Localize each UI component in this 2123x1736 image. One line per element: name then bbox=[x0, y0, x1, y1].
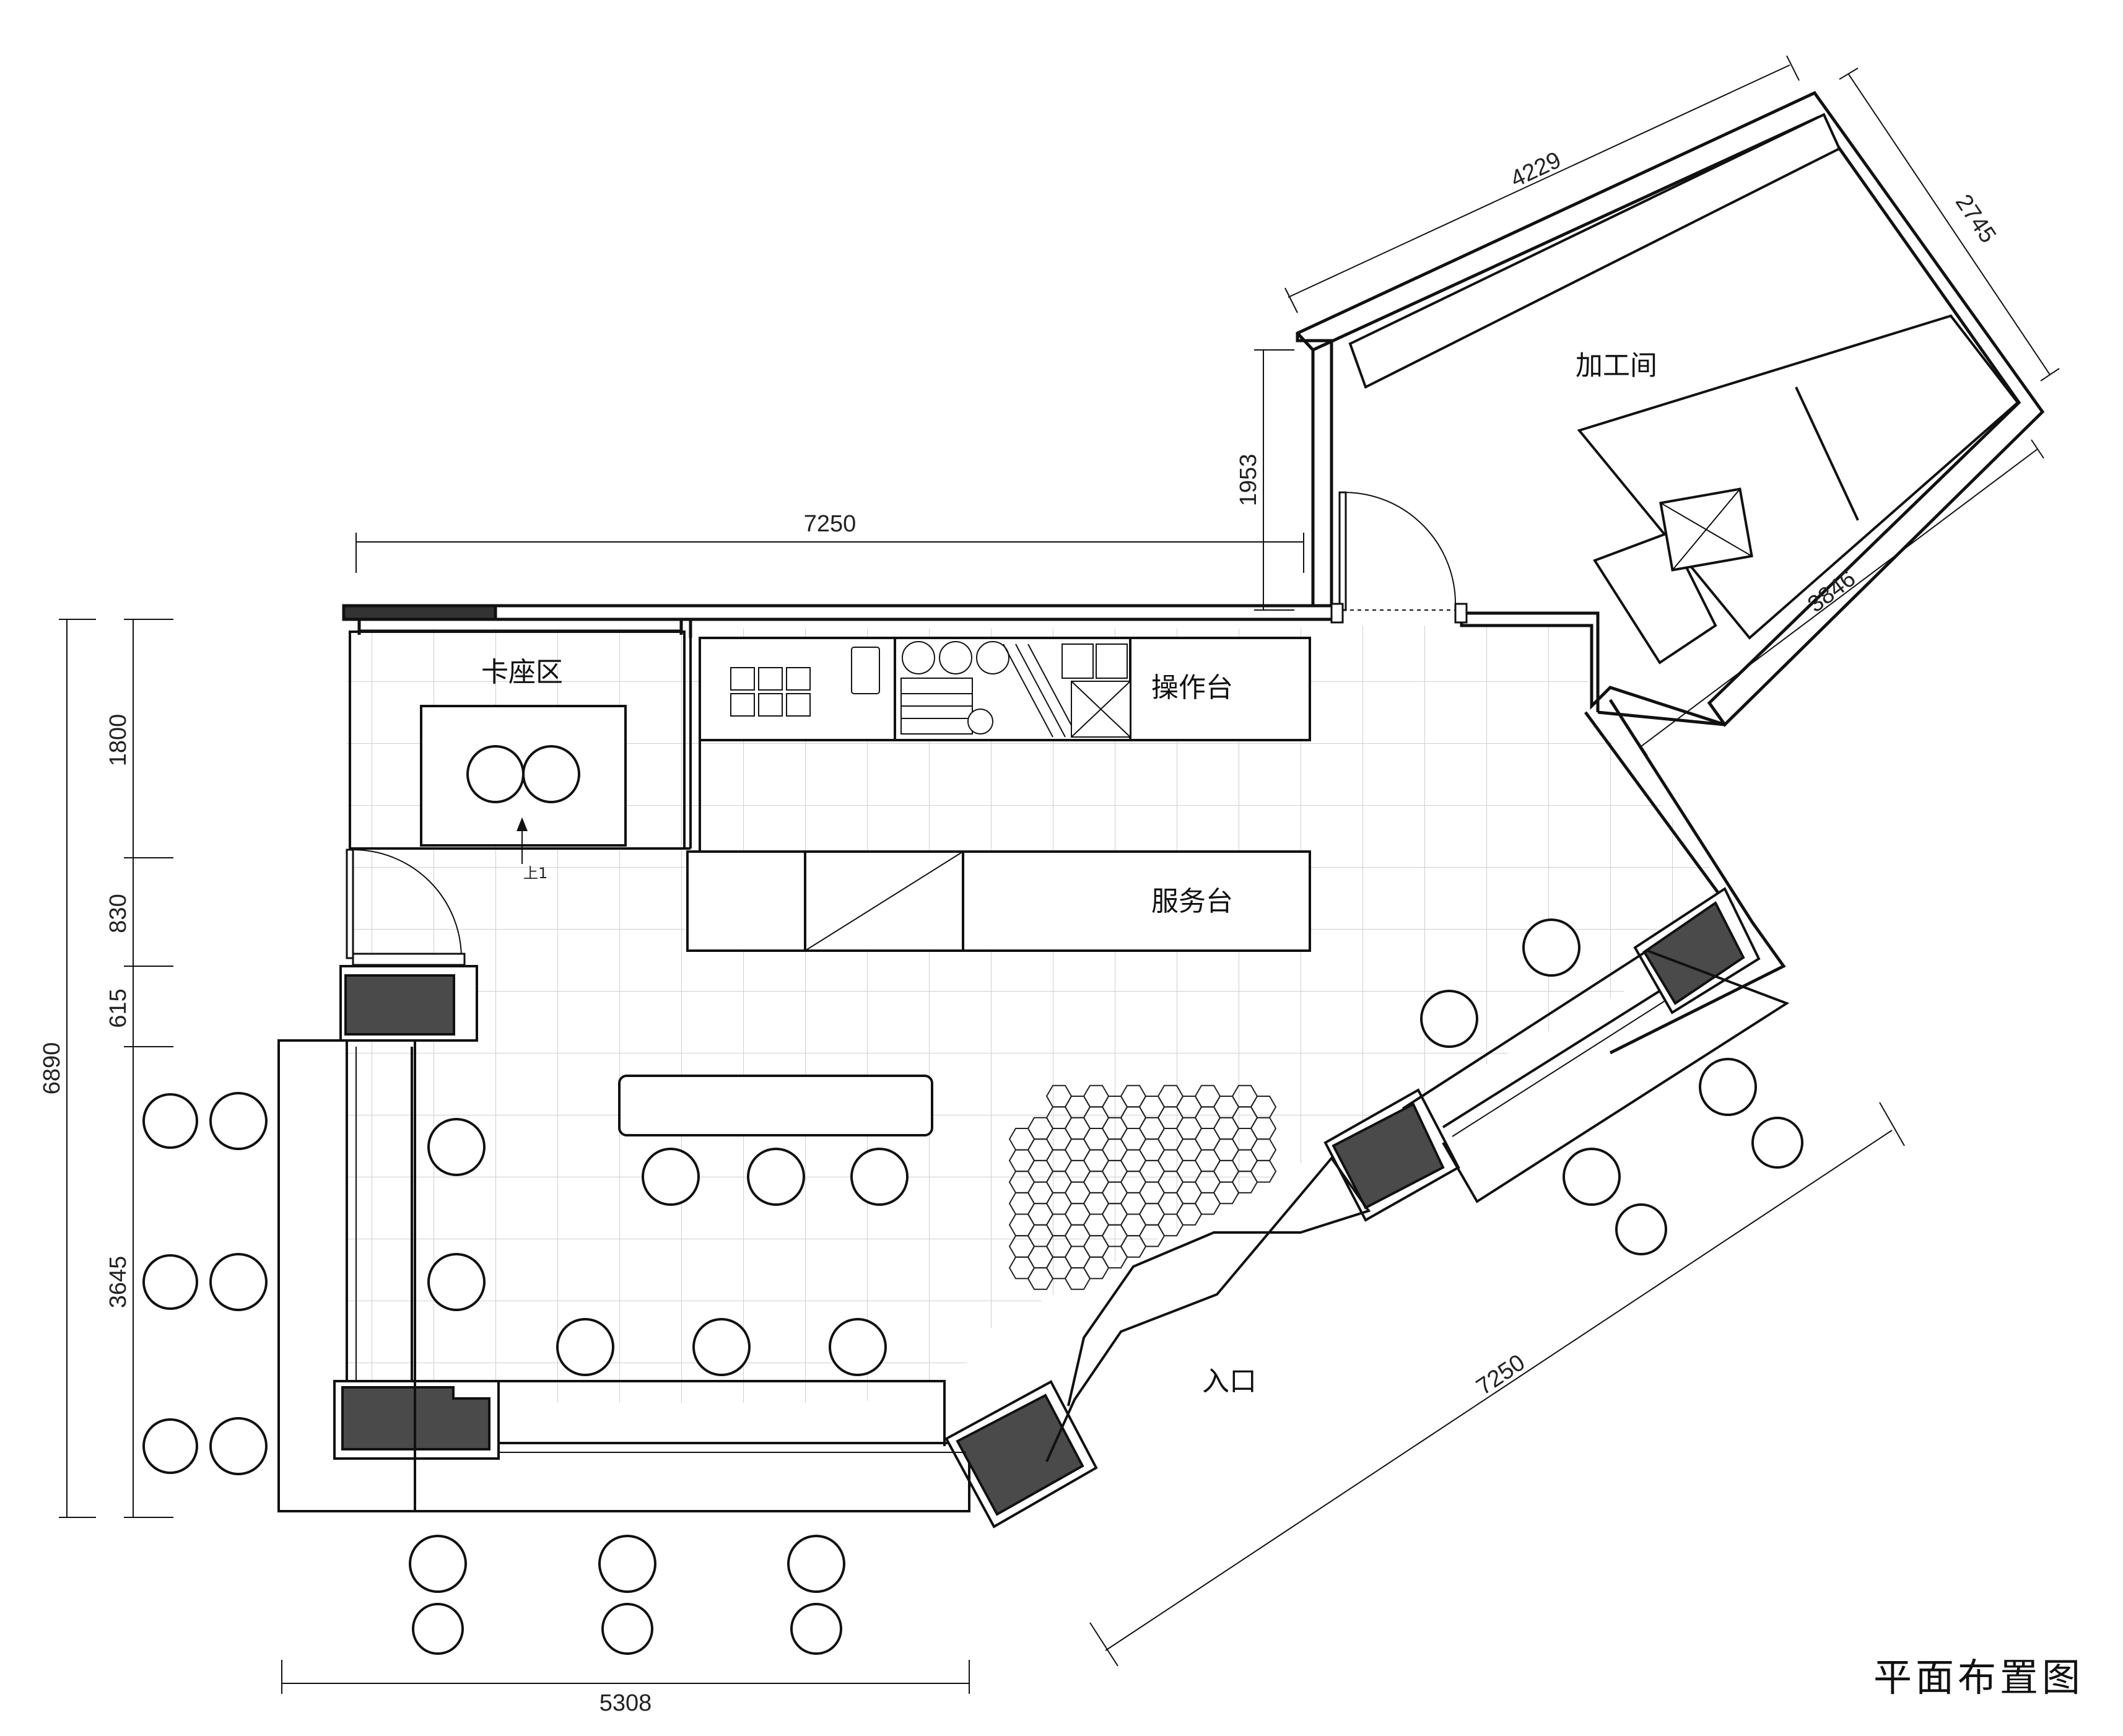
dim-left-seg-4: 3645 bbox=[105, 1256, 131, 1309]
dim-diagonal-front: 7250 bbox=[1472, 1350, 1530, 1400]
annex-door bbox=[1330, 491, 1468, 624]
hex-tile bbox=[1250, 1159, 1277, 1183]
structural-columns bbox=[333, 887, 1761, 1529]
label-booth-area: 卡座区 bbox=[481, 656, 563, 688]
dim-top-width: 7250 bbox=[804, 511, 857, 537]
dim-left-seg-1: 1800 bbox=[105, 714, 131, 767]
dim-left-seg-2: 830 bbox=[105, 894, 131, 933]
label-entrance: 入口 bbox=[1202, 1366, 1257, 1397]
operation-counter bbox=[699, 637, 1311, 741]
booth-area bbox=[349, 630, 692, 864]
drawing-title: 平面布置图 bbox=[1873, 1655, 2084, 1700]
hex-tile-mosaic bbox=[1008, 1084, 1277, 1290]
dim-annex-top: 4229 bbox=[1507, 147, 1565, 193]
dim-annex-height: 1953 bbox=[1236, 454, 1262, 507]
room-labels: 加工间 卡座区 操作台 服务台 入口 上1 平面布置图 bbox=[481, 350, 2084, 1700]
label-step-up: 上1 bbox=[523, 865, 547, 882]
dim-left-seg-3: 615 bbox=[105, 988, 131, 1027]
terrace-band bbox=[277, 949, 1790, 1512]
dim-annex-right: 2745 bbox=[1950, 190, 2001, 248]
label-operation-counter: 操作台 bbox=[1151, 672, 1233, 704]
label-processing-room: 加工间 bbox=[1576, 350, 1657, 382]
label-service-counter: 服务台 bbox=[1151, 886, 1233, 917]
service-counter bbox=[686, 740, 1311, 952]
dimension-lines bbox=[59, 55, 2060, 1694]
dim-bottom-width: 5308 bbox=[599, 1690, 652, 1716]
dim-left-total: 6890 bbox=[39, 1042, 65, 1095]
stools bbox=[142, 918, 1803, 1655]
long-table bbox=[618, 1075, 933, 1136]
left-door bbox=[346, 848, 466, 966]
processing-room-furniture bbox=[1348, 113, 2020, 665]
processing-sink bbox=[1659, 487, 1753, 572]
dimension-labels: 7250 1953 4229 2745 3846 6890 1800 830 6… bbox=[39, 147, 2001, 1716]
